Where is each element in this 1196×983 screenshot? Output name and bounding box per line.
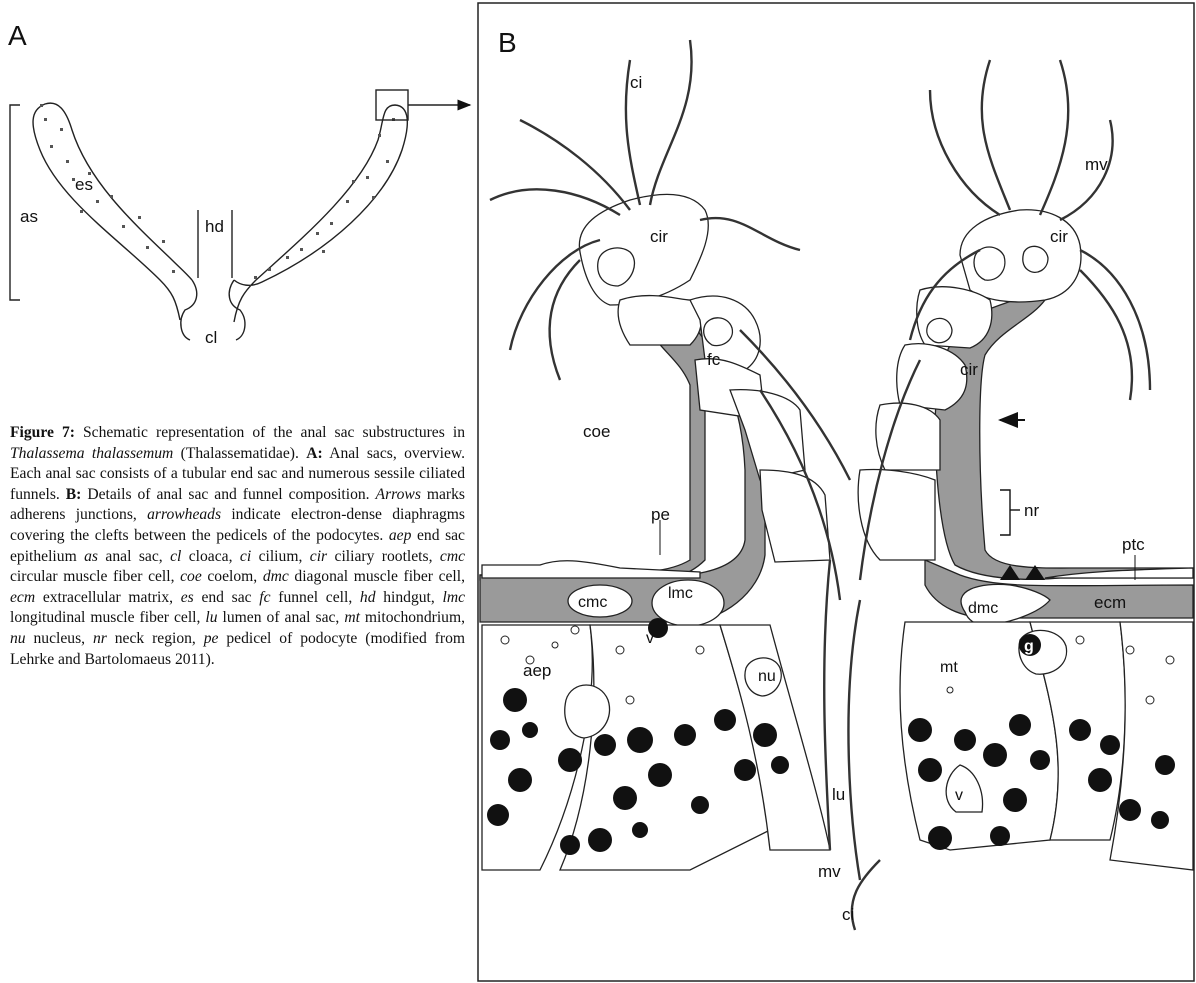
caption-a-label: A: xyxy=(306,445,322,462)
label-mv-top: mv xyxy=(1085,155,1108,174)
neck-region-bracket xyxy=(1000,490,1010,535)
caption-abbr-term: aep xyxy=(389,527,412,544)
caption-abbr-definition: funnel cell, xyxy=(271,589,360,606)
caption-figure-label: Figure 7: xyxy=(10,424,75,441)
caption-abbr-definition: diagonal muscle fiber cell, xyxy=(289,568,465,585)
caption-abbr-definition: hindgut, xyxy=(376,589,443,606)
label-ci-top: ci xyxy=(630,73,642,92)
caption-abbr-term: lmc xyxy=(442,589,465,606)
label-dmc: dmc xyxy=(968,600,998,617)
caption-abbr-definition: coelom, xyxy=(202,568,263,585)
end-sac-epithelium xyxy=(482,622,1193,870)
label-es: es xyxy=(75,175,93,194)
label-coe: coe xyxy=(583,422,610,441)
caption-abbr-definition: ciliary rootlets, xyxy=(327,548,440,565)
caption-arrowheads-term: arrowheads xyxy=(147,506,221,523)
caption-abbr-definition: mitochondrium, xyxy=(360,609,465,626)
caption-abbr-term: pe xyxy=(204,630,219,647)
caption-abbr-definition: nucleus, xyxy=(26,630,93,647)
caption-abbr-term: coe xyxy=(180,568,202,585)
label-lmc: lmc xyxy=(668,585,693,602)
caption-abbr-term: cmc xyxy=(440,548,465,565)
caption-abbr-term: nu xyxy=(10,630,26,647)
caption-abbr-term: ecm xyxy=(10,589,35,606)
label-ci-bottom: ci xyxy=(842,905,854,924)
anal-sac-bracket xyxy=(10,105,20,300)
caption-abbr-definition: extracellular matrix, xyxy=(35,589,181,606)
label-nr: nr xyxy=(1024,501,1039,520)
caption-family: (Thalassematidae). xyxy=(173,445,306,462)
caption-b-label: B: xyxy=(66,486,82,503)
caption-abbreviation-list: aep end sac epithelium as anal sac, cl c… xyxy=(10,527,465,647)
label-mt: mt xyxy=(940,659,958,676)
panel-a-diagram xyxy=(10,90,470,340)
label-nu: nu xyxy=(758,668,776,685)
label-ptc: ptc xyxy=(1122,535,1145,554)
label-aep: aep xyxy=(523,661,551,680)
caption-intro: Schematic representation of the anal sac… xyxy=(75,424,465,441)
caption-abbr-term: nr xyxy=(93,630,107,647)
caption-abbr-definition: longitudinal muscle fiber cell, xyxy=(10,609,205,626)
label-fc: fc xyxy=(707,350,721,369)
label-ecm: ecm xyxy=(1094,593,1126,612)
caption-abbr-definition: end sac xyxy=(194,589,260,606)
label-mv-bottom: mv xyxy=(818,862,841,881)
caption-b-text: Details of anal sac and funnel compositi… xyxy=(81,486,375,503)
caption-abbr-definition: pedicel of podocyte xyxy=(218,630,365,647)
caption-abbr-term: lu xyxy=(205,609,217,626)
caption-abbr-definition: lumen of anal sac, xyxy=(218,609,345,626)
caption-abbr-definition: neck region, xyxy=(107,630,204,647)
caption-abbr-definition: circular muscle fiber cell, xyxy=(10,568,180,585)
cloaca-left xyxy=(181,280,197,340)
label-g-right: g xyxy=(1024,638,1034,655)
right-end-sac xyxy=(234,105,407,322)
extracellular-matrix xyxy=(480,308,705,585)
funnel-dots xyxy=(40,104,395,279)
left-end-sac xyxy=(33,103,192,320)
caption-abbr-term: cir xyxy=(310,548,327,565)
label-cir-mid: cir xyxy=(960,360,978,379)
label-cir-right: cir xyxy=(1050,227,1068,246)
label-v-left: v xyxy=(646,630,654,647)
figure-caption: Figure 7: Schematic representation of th… xyxy=(10,423,465,670)
caption-abbr-term: fc xyxy=(259,589,270,606)
caption-abbr-definition: cilium, xyxy=(251,548,310,565)
label-cir-left: cir xyxy=(650,227,668,246)
label-v-right: v xyxy=(955,787,963,804)
label-hd: hd xyxy=(205,217,224,236)
label-lu: lu xyxy=(832,785,845,804)
label-cl: cl xyxy=(205,328,217,347)
caption-abbr-term: as xyxy=(84,548,98,565)
caption-abbr-term: es xyxy=(181,589,194,606)
caption-abbr-definition: cloaca, xyxy=(181,548,240,565)
caption-abbr-definition: anal sac, xyxy=(98,548,170,565)
panel-b-diagram xyxy=(480,194,1193,870)
caption-species: Thalassema thalassemum xyxy=(10,445,173,462)
label-pe: pe xyxy=(651,505,670,524)
caption-abbr-term: dmc xyxy=(263,568,289,585)
caption-abbr-term: cl xyxy=(170,548,181,565)
caption-abbr-term: mt xyxy=(344,609,360,626)
label-as: as xyxy=(20,207,38,226)
caption-abbr-term: ci xyxy=(240,548,251,565)
label-g-left: g xyxy=(652,678,662,695)
caption-abbr-term: hd xyxy=(360,589,376,606)
label-cmc: cmc xyxy=(578,594,607,611)
caption-arrows-term: Arrows xyxy=(376,486,421,503)
